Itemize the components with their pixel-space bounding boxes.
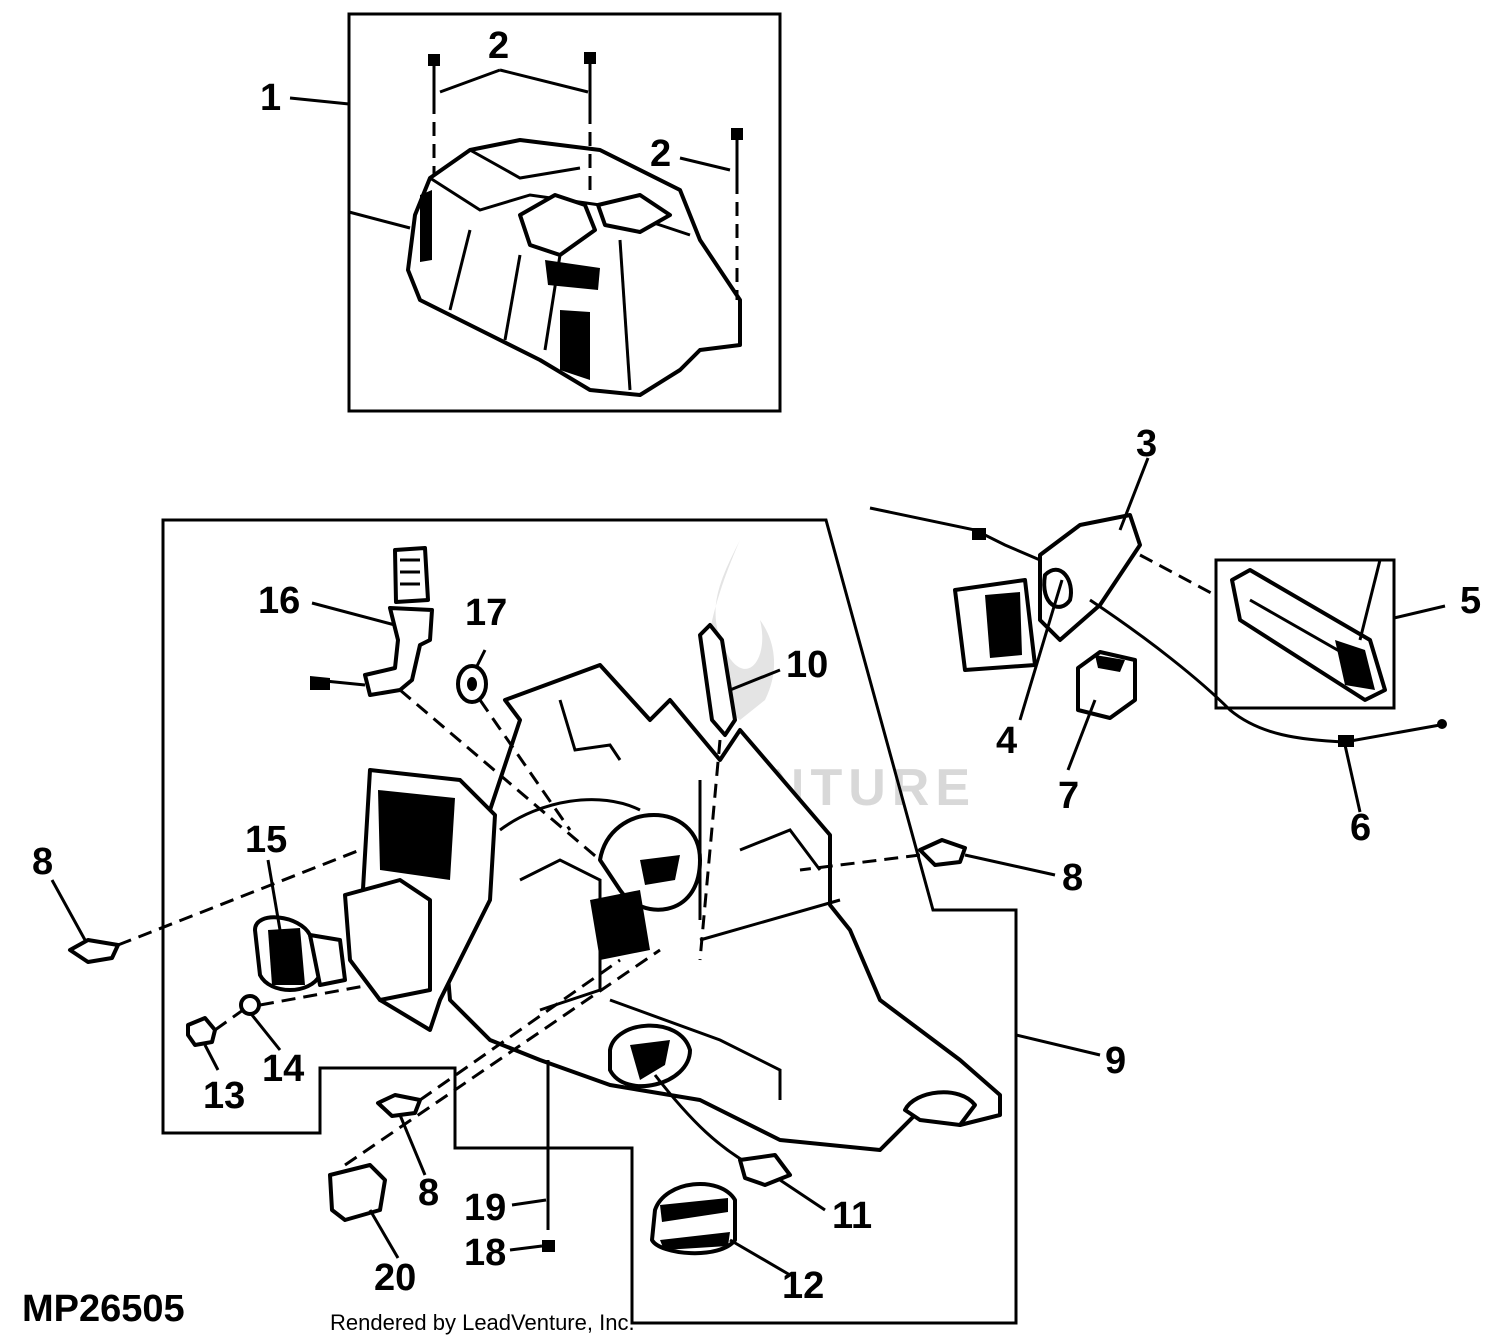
callout-6: 6	[1350, 807, 1371, 849]
screw-1	[428, 54, 440, 175]
leader-1b	[348, 210, 411, 230]
callout-8-left: 8	[32, 841, 53, 883]
callout-8-bottom: 8	[418, 1172, 439, 1214]
leader-10	[729, 668, 781, 692]
callout-2-right: 2	[650, 133, 671, 175]
callout-16: 16	[258, 580, 300, 622]
assembly-dash-left	[117, 848, 361, 947]
assembly-dash-cap	[344, 948, 661, 1167]
leader-1	[289, 96, 350, 106]
leader-20	[368, 1209, 400, 1259]
throttle-cable-left	[869, 506, 1041, 562]
leader-3	[1118, 457, 1150, 531]
fuel-line-part	[310, 546, 434, 697]
throttle-rod-part	[1230, 568, 1387, 702]
leader-19	[511, 1198, 547, 1207]
assembly-dash-plug	[214, 1003, 251, 1032]
fuel-cap-ring-part	[608, 1023, 761, 1172]
callout-18: 18	[464, 1232, 506, 1274]
callout-3: 3	[1136, 423, 1157, 465]
fuel-filter-part	[738, 1153, 792, 1187]
rod-guide-dash	[1139, 553, 1216, 597]
throttle-trigger-part	[953, 513, 1142, 672]
throttle-detail-frame	[1214, 558, 1396, 710]
impulse-hose-part	[698, 623, 737, 737]
callout-12: 12	[782, 1265, 824, 1307]
grommet-part	[456, 664, 488, 704]
fuel-cap-part	[650, 1182, 737, 1256]
leader-2b	[679, 156, 731, 172]
callout-9: 9	[1105, 1040, 1126, 1082]
bolt-part	[542, 1060, 555, 1252]
assembly-dash-clip	[419, 958, 621, 1102]
callout-8-right: 8	[1062, 857, 1083, 899]
leader-14	[250, 1014, 282, 1051]
interlock-switch-part	[1076, 650, 1137, 720]
assembly-dash-right	[799, 853, 921, 872]
leader-12	[729, 1238, 791, 1277]
callout-10: 10	[786, 644, 828, 686]
carburetor-plate-part	[343, 768, 497, 1032]
callout-1: 1	[260, 77, 281, 119]
rubber-cap-part	[328, 1163, 387, 1222]
leader-18	[509, 1244, 543, 1252]
leader-7	[1066, 699, 1097, 771]
cable-end-clip-right	[1338, 735, 1354, 747]
callout-5: 5	[1460, 580, 1481, 622]
callout-13: 13	[203, 1075, 245, 1117]
clip-nut-right	[918, 838, 967, 867]
leader-6	[1343, 744, 1362, 813]
clip-nut-bottom	[376, 1093, 422, 1118]
assembly-dash-hose	[698, 739, 722, 961]
leader-8-left	[50, 879, 87, 941]
callout-2-top: 2	[488, 25, 509, 67]
washer-part	[239, 994, 261, 1016]
engine-housing-part	[443, 663, 1002, 1152]
screw-2	[584, 52, 596, 195]
leader-16	[311, 601, 396, 627]
diagram-reference-code: MP26505	[22, 1288, 185, 1330]
callout-11: 11	[832, 1195, 872, 1237]
leader-5-inner	[1358, 559, 1382, 641]
throttle-cable-right	[1089, 598, 1441, 744]
leader-8-right	[964, 853, 1056, 877]
top-cover-part	[406, 138, 742, 397]
callout-15: 15	[245, 819, 287, 861]
clip-nut-left	[68, 938, 120, 964]
callout-19: 19	[464, 1187, 506, 1229]
assembly-dash-washer	[259, 983, 371, 1007]
callout-20: 20	[374, 1257, 416, 1299]
callout-17: 17	[465, 592, 507, 634]
leader-11	[779, 1178, 826, 1212]
leader-9	[1015, 1033, 1101, 1057]
leader-4	[1018, 579, 1064, 721]
callout-4: 4	[996, 720, 1017, 762]
cover-assembly-group	[289, 12, 782, 413]
throttle-assembly-group	[869, 457, 1447, 813]
air-filter-part	[253, 915, 347, 992]
cable-end-clip	[972, 528, 986, 540]
callout-14: 14	[262, 1048, 304, 1090]
leader-17	[474, 649, 487, 669]
leader-15	[266, 859, 282, 931]
plug-part	[186, 1016, 217, 1047]
leader-13	[203, 1044, 220, 1071]
rendered-by-credit: Rendered by LeadVenture, Inc.	[330, 1310, 635, 1335]
leader-2a	[439, 68, 589, 94]
leader-8-bottom	[398, 1114, 427, 1176]
housing-detail-frame	[161, 518, 1018, 1325]
callout-7: 7	[1058, 775, 1079, 817]
assembly-dash-grommet	[478, 699, 572, 831]
screw-3	[731, 128, 743, 300]
leader-5	[1393, 604, 1446, 620]
